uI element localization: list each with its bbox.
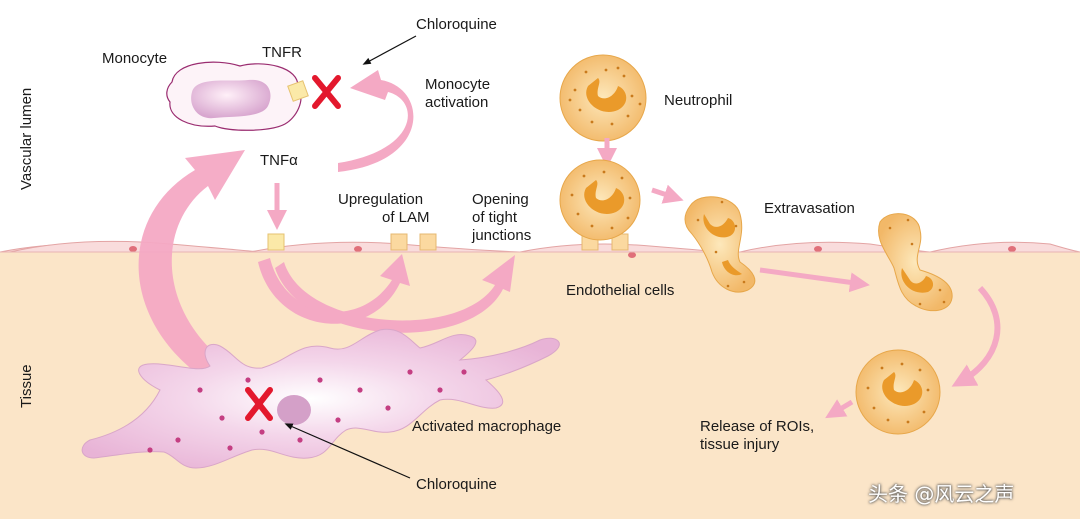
tissue-migration-arrow <box>759 267 870 293</box>
tnfr-receptor <box>287 80 309 102</box>
roi-release-arrow <box>825 399 854 419</box>
chloroquine-bottom-pointer <box>284 423 411 479</box>
upregulation-label-line2: of LAM <box>382 209 430 226</box>
macrophage-nucleus <box>277 395 311 425</box>
chloroquine-top-label: Chloroquine <box>416 16 497 33</box>
opening-label-line1: Opening <box>472 191 529 208</box>
upregulation-arrow <box>258 254 410 324</box>
opening-label-line3: junctions <box>472 227 532 244</box>
neutrophil-extravasated <box>878 213 953 312</box>
monocyte-activation-arrow <box>338 70 414 172</box>
watermark: 头条 @风云之声 <box>868 482 1015 506</box>
monocyte-label: Monocyte <box>102 50 168 67</box>
block-mark-bottom-shape <box>245 387 273 421</box>
monocyte-activation-label-line1: Monocyte <box>425 76 491 93</box>
release-label-line1: Release of ROIs, <box>700 418 815 435</box>
neutrophil-right-arrow <box>651 184 684 204</box>
block-mark-top-shape <box>312 75 341 109</box>
activated-macrophage-cell <box>81 328 560 469</box>
tnf-alpha-label: TNFα <box>260 152 298 169</box>
opening-label-line2: of tight <box>472 209 518 226</box>
endothelial-cells-label: Endothelial cells <box>566 282 675 299</box>
activated-macrophage-label: Activated macrophage <box>412 418 562 435</box>
extravasation-label: Extravasation <box>764 200 855 217</box>
monocyte-cell <box>166 61 302 131</box>
tnfr-label: TNFR <box>262 44 302 61</box>
monocyte-nucleus <box>191 79 271 119</box>
upregulation-label-line1: Upregulation <box>338 191 424 208</box>
descend-arrow <box>951 285 1001 387</box>
neutrophil-final <box>855 349 941 435</box>
lam-receptor-2 <box>390 233 408 251</box>
monocyte-activation-label-line2: activation <box>425 94 489 111</box>
macrophage-to-tnf-arrow <box>138 150 250 395</box>
chloroquine-top-pointer <box>362 35 417 65</box>
release-label-line2: tissue injury <box>700 436 780 453</box>
chloroquine-bottom-label: Chloroquine <box>416 476 497 493</box>
neutrophil-squeezing <box>684 196 756 293</box>
lam-receptor-1 <box>267 233 285 251</box>
neutrophil-top <box>559 54 647 142</box>
neutrophil-adhering <box>559 159 641 241</box>
lam-receptor-3 <box>419 233 437 251</box>
opening-arrow <box>275 255 515 333</box>
vascular-lumen-label: Vascular lumen <box>18 87 35 190</box>
neutrophil-label: Neutrophil <box>664 92 733 109</box>
tissue-label: Tissue <box>18 364 35 408</box>
